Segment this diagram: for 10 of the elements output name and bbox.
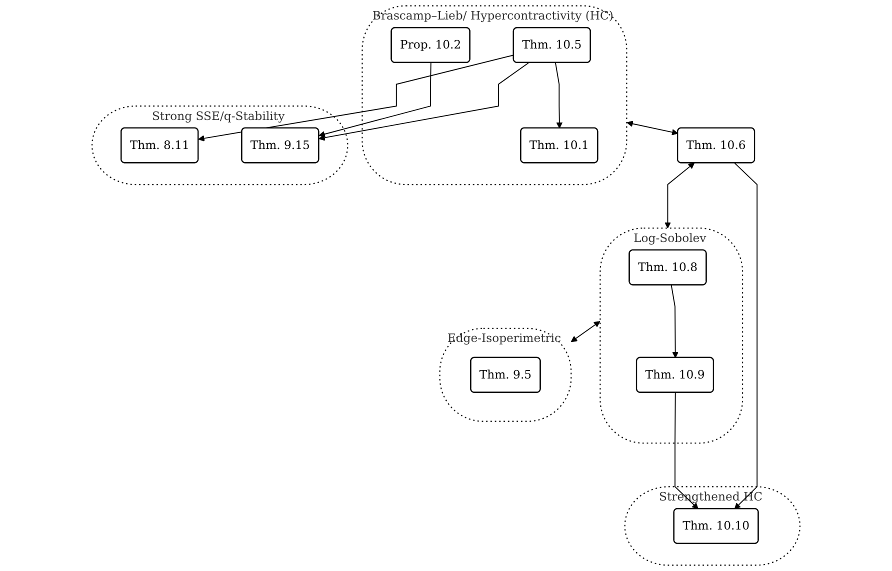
arrow [670, 284, 678, 358]
arrow [318, 62, 529, 141]
arrow [674, 392, 698, 510]
arrow [555, 62, 563, 128]
arrow [318, 62, 432, 138]
arrow [198, 54, 514, 142]
arrow [626, 120, 678, 136]
arrow [570, 321, 600, 342]
arrow [664, 162, 695, 228]
arrow [734, 162, 758, 510]
